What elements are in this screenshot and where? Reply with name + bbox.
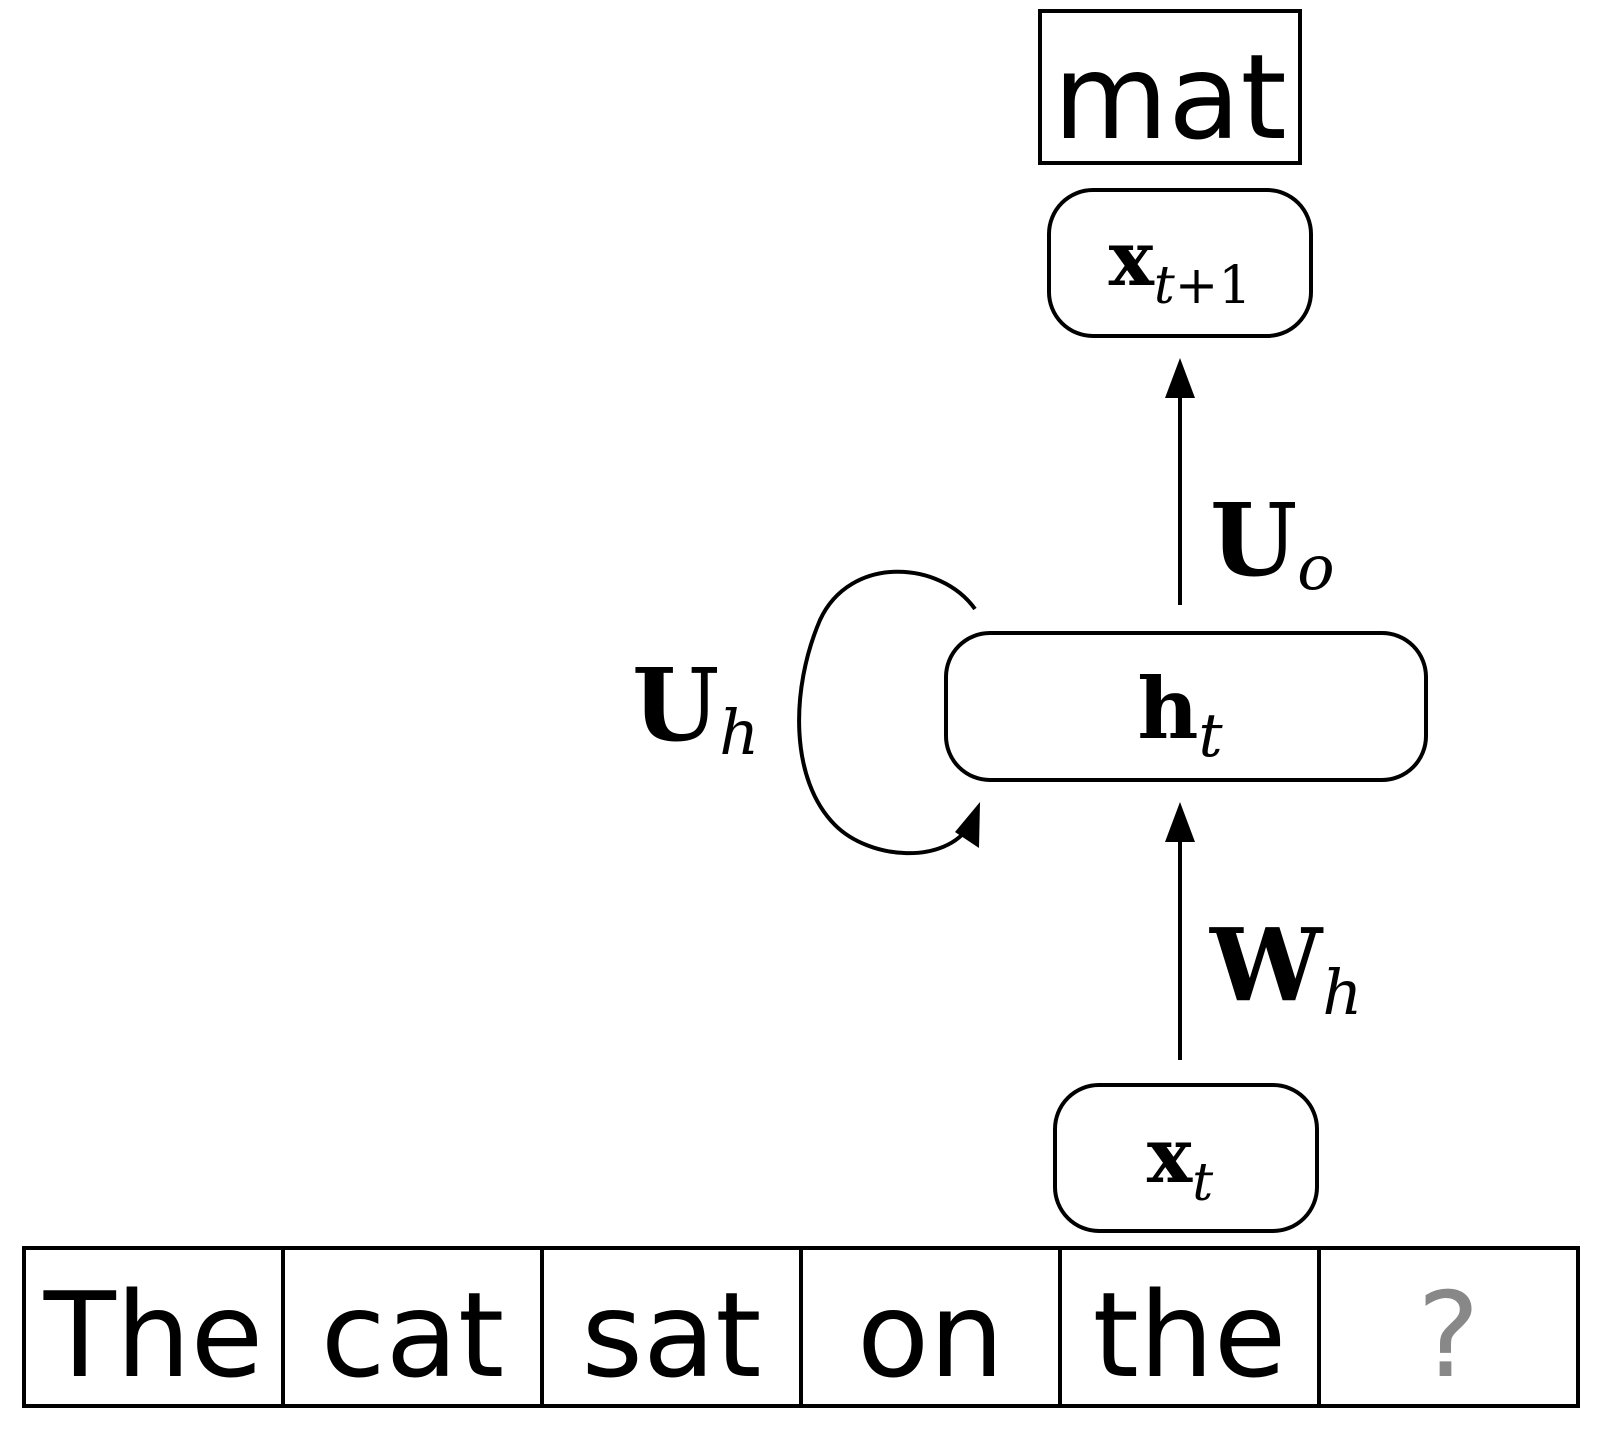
token-cell: on: [799, 1246, 1062, 1408]
weight-label-wh: Wh: [1209, 906, 1362, 1029]
hidden-node: ht: [944, 631, 1428, 782]
token-label: cat: [321, 1266, 504, 1404]
token-box: [1317, 1246, 1580, 1408]
token-cell: ?: [1317, 1246, 1580, 1408]
token-label: the: [1093, 1266, 1287, 1404]
token-label: The: [43, 1266, 263, 1404]
hidden-node-label: ht: [1137, 659, 1223, 771]
token-label: on: [857, 1266, 1004, 1404]
output-word-label: mat: [1053, 28, 1287, 166]
token-cell: The: [22, 1246, 285, 1408]
input-arrowhead: [1165, 802, 1195, 842]
input-node: xt: [1053, 1083, 1319, 1233]
token-cell: cat: [281, 1246, 544, 1408]
input-node-label: xt: [1147, 1111, 1213, 1213]
token-label: sat: [581, 1266, 761, 1404]
weight-label-uo: Uo: [1210, 481, 1335, 604]
output-arrowhead: [1165, 358, 1195, 398]
token-cell: the: [1058, 1246, 1321, 1408]
output-node-label: xt+1: [1109, 214, 1252, 316]
output-word-box: mat: [1038, 9, 1302, 166]
recurrent-loop-arrow: [797, 569, 977, 856]
recurrent-loop-arrowhead: [955, 802, 980, 848]
output-node: xt+1: [1047, 188, 1313, 338]
weight-label-uh: Uh: [632, 646, 759, 769]
unknown-token-label: ?: [1417, 1266, 1480, 1404]
token-cell: sat: [540, 1246, 803, 1408]
